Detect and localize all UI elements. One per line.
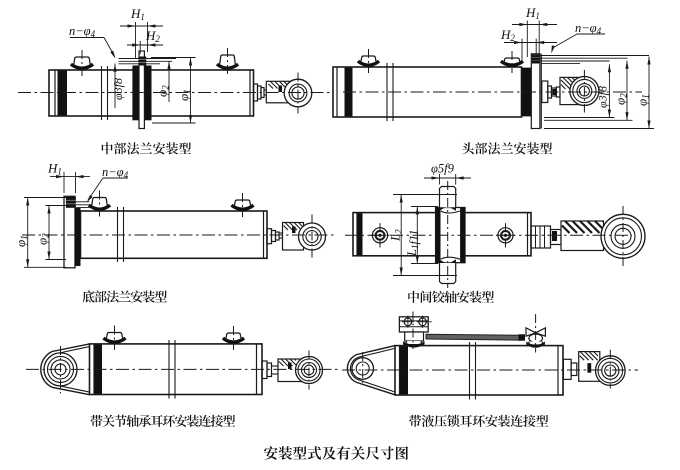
svg-text:φ5f9: φ5f9: [431, 162, 455, 176]
svg-text:φ1: φ1: [176, 89, 192, 101]
svg-text:n−φ4: n−φ4: [69, 24, 96, 39]
svg-text:L1f11: L1f11: [405, 230, 421, 258]
svg-text:φ3f8: φ3f8: [596, 86, 610, 108]
svg-text:φ3f8: φ3f8: [111, 78, 125, 100]
svg-text:n−φ4: n−φ4: [102, 165, 129, 180]
svg-text:φ1: φ1: [635, 94, 651, 106]
svg-text:φ1: φ1: [13, 235, 29, 247]
svg-text:n−φ4: n−φ4: [575, 21, 602, 36]
